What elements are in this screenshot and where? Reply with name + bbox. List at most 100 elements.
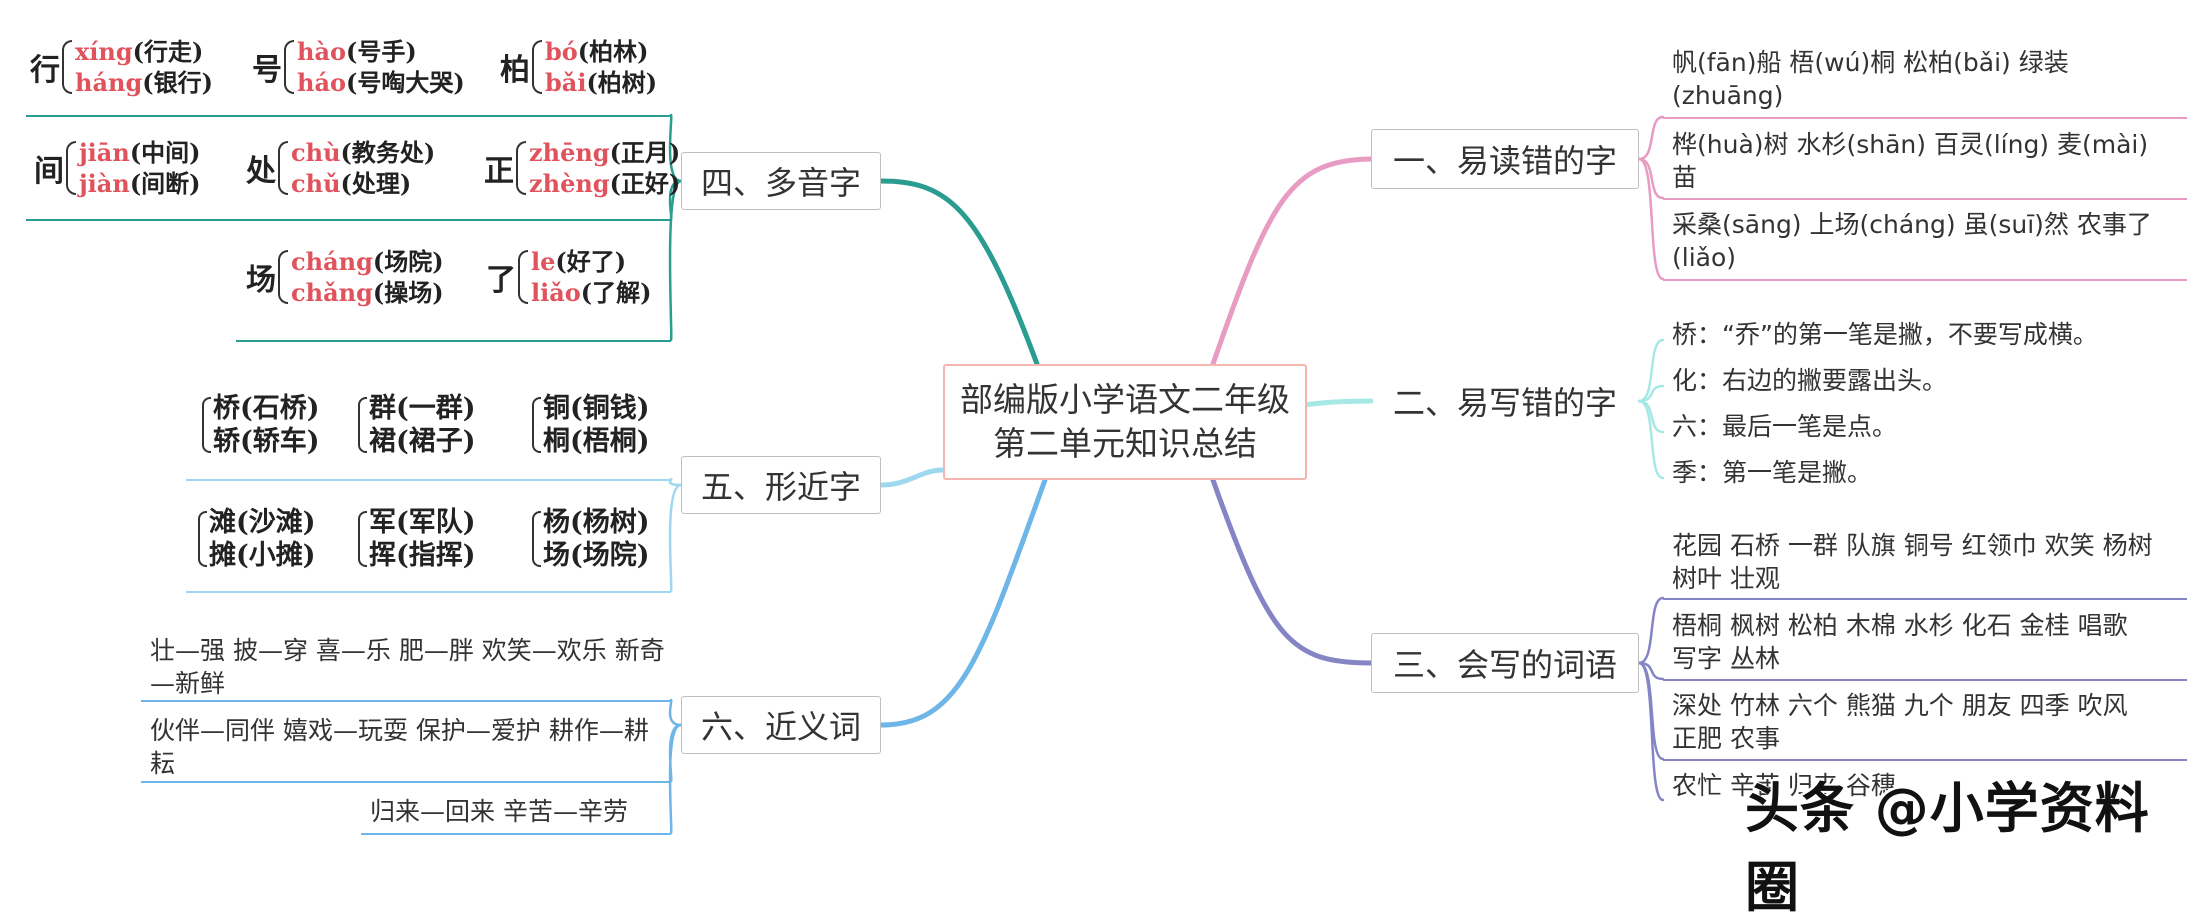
pinyin: xíng [75,37,133,66]
example-word: (间断) [129,169,201,198]
polyphone-jian: 间 jiān(中间)jiàn(间断) [34,137,201,199]
note-misread-1: 帆(fān)船 梧(wú)桐 松柏(bǎi) 绿装(zhuāng) [1672,48,2069,110]
polyphone-char: 了 [486,263,516,298]
group-underline [26,219,671,221]
example-word: (柏树) [586,68,658,97]
polyphone-zheng: 正 zhēng(正月)zhèng(正好) [484,137,680,199]
branch-connectors [668,113,1665,835]
similar-pair-qiao: 桥(石桥)轿(轿车) [202,392,320,458]
fan-b5-0 [668,477,683,487]
note-miswrite-1: 桥：“乔”的第一笔是撇，不要写成横。 [1672,320,2098,349]
connector-b4 [878,178,1040,367]
pinyin: jiàn [79,169,130,198]
group-underline [26,115,671,117]
branch-label: 四、多音字 [700,164,861,202]
connector-b3 [1210,477,1374,666]
similar-word: 摊(小摊) [209,540,316,571]
note-words-1: 花园 石桥 一群 队旗 铜号 红领巾 欢笑 杨树 树叶 壮观 [1672,531,2153,593]
similar-word: 滩(沙滩) [209,507,316,538]
similar-word: 挥(指挥) [369,540,476,571]
example-word: (行走) [132,37,204,66]
group-underline [186,591,671,593]
polyphone-bai: 柏 bó(柏林)bǎi(柏树) [500,36,657,98]
similar-word: 铜(铜钱) [543,393,650,424]
similar-pair-yang: 杨(杨树)场(场院) [532,506,650,572]
pinyin: bó [545,37,578,66]
watermark: 头条 @小学资料圈 [1745,777,2150,919]
example-word: (柏林) [577,37,649,66]
mindmap-canvas: 部编版小学语文二年级 第二单元知识总结 一、易读错的字 二、易写错的字 三、会写… [26,36,2187,919]
connector-b1 [1210,156,1374,367]
similar-word: 场(场院) [543,540,650,571]
branch-topic-easy-misread[interactable]: 一、易读错的字 [1371,129,1639,189]
pinyin: háng [75,68,143,97]
example-word: (处理) [340,169,412,198]
similar-pair-tan: 滩(沙滩)摊(小摊) [198,506,316,572]
pinyin: zhēng [529,138,610,167]
branch-label: 五、形近字 [700,468,861,506]
note-synonym-1: 壮—强 披—穿 喜—乐 肥—胖 欢笑—欢乐 新奇—新鲜 [150,636,665,698]
polyphone-hao: 号 hào(号手)háo(号啕大哭) [252,36,465,98]
note-words-2: 梧桐 枫树 松柏 木棉 水杉 化石 金桂 唱歌 写字 丛林 [1672,611,2128,673]
pinyin: zhèng [529,169,610,198]
fan-b1-0 [1637,115,1665,161]
fan-b2-0 [1637,338,1665,403]
pinyin: háo [297,68,347,97]
pinyin: bǎi [545,68,587,97]
note-underline [1663,679,2187,681]
note-underline [1663,598,2187,600]
example-word: (号手) [346,37,417,66]
polyphone-char: 场 [246,263,276,298]
note-words-3: 深处 竹林 六个 熊猫 九个 朋友 四季 吹风 正肥 农事 [1672,691,2128,753]
branch-label: 二、易写错的字 [1392,384,1617,422]
connector-b5 [878,467,946,488]
similar-word: 杨(杨树) [543,507,650,538]
branch-topic-synonyms[interactable]: 六、近义词 [681,696,881,754]
branch-label: 三、会写的词语 [1392,646,1617,684]
polyphone-xing: 行 xíng(行走)háng(银行) [30,36,213,98]
fan-b6-0 [668,698,683,727]
polyphone-char: 柏 [500,53,530,88]
branch-topic-easy-miswrite[interactable]: 二、易写错的字 [1371,371,1639,431]
note-synonym-2: 伙伴—同伴 嬉戏—玩耍 保护—爱护 耕作—耕耘 [150,716,649,778]
center-topic[interactable]: 部编版小学语文二年级 第二单元知识总结 [943,364,1307,480]
polyphone-char: 处 [246,154,276,189]
group-underline [186,479,671,481]
example-word: (号啕大哭) [346,68,465,97]
pinyin: hào [297,37,347,66]
example-word: (银行) [142,68,213,97]
polyphone-char: 正 [484,154,514,189]
note-misread-3: 采桑(sāng) 上场(cháng) 虽(suī)然 农事了(liǎo) [1672,210,2152,272]
branch-topic-writable-words[interactable]: 三、会写的词语 [1371,633,1639,693]
fan-b1-2 [1637,157,1665,281]
note-miswrite-3: 六：最后一笔是点。 [1672,412,1898,441]
polyphone-chang: 场 cháng(场院)chǎng(操场) [246,246,444,308]
note-underline [1663,279,2187,281]
fan-b4-0 [668,113,683,183]
branch-topic-similar-chars[interactable]: 五、形近字 [681,456,881,514]
similar-word: 轿(轿车) [213,426,320,457]
fan-b3-0 [1637,596,1665,665]
note-words-4: 农忙 辛苦 归来 谷穗 [1672,771,1896,800]
similar-word: 军(军队) [369,507,476,538]
note-underline [1663,117,2187,119]
similar-word: 桥(石桥) [213,393,320,424]
pinyin: le [531,247,556,276]
note-synonym-3: 归来—回来 辛苦—辛劳 [370,797,628,826]
similar-pair-qun: 群(一群)裙(裙子) [358,392,476,458]
pinyin: liǎo [531,278,581,307]
example-word: (了解) [580,278,652,307]
center-title-line-2: 第二单元知识总结 [993,424,1257,463]
example-word: (中间) [129,138,201,167]
group-underline [236,340,671,342]
pinyin: chǎng [291,278,373,307]
fan-b3-3 [1637,661,1665,802]
example-word: (场院) [372,247,444,276]
pinyin: cháng [291,247,373,276]
note-miswrite-2: 化：右边的撇要露出头。 [1672,366,1948,395]
similar-pair-jun: 军(军队)挥(指挥) [358,506,476,572]
branch-topic-polyphones[interactable]: 四、多音字 [681,152,881,210]
similar-word: 桐(梧桐) [543,426,650,457]
example-word: (教务处) [340,138,436,167]
pinyin: jiān [79,138,130,167]
